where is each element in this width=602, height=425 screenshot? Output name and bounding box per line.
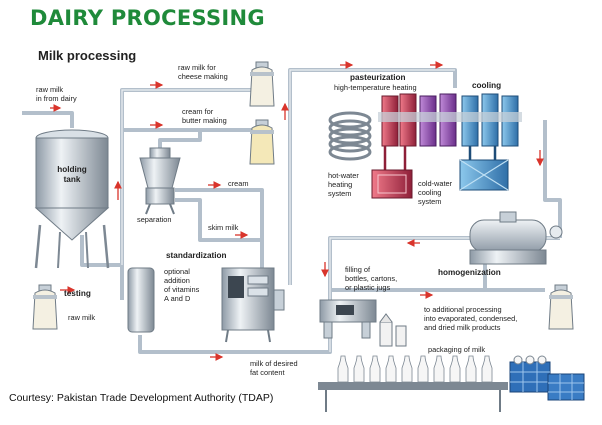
label-raw-milk-cheese-1: raw milk for	[178, 63, 216, 72]
label-cream-butter-2: butter making	[182, 116, 227, 125]
label-separation: separation	[137, 215, 172, 224]
label-standardization: standardization	[166, 251, 227, 260]
label-further-processing-1: to additional processing	[424, 305, 502, 314]
packaging-crates	[509, 355, 585, 401]
hot-water-heating-system	[371, 146, 413, 199]
standardization-unit	[221, 267, 285, 343]
separator	[139, 147, 181, 215]
label-milk-desired-fat-2: fat content	[250, 368, 285, 377]
label-vitamins-2: addition	[164, 276, 190, 285]
label-vitamins-1: optional	[164, 267, 190, 276]
label-cold-water-2: cooling	[418, 188, 441, 197]
flow-arrows	[50, 61, 544, 361]
cold-water-cooling-system	[459, 146, 509, 191]
heating-coil	[328, 111, 372, 161]
label-homogenization: homogenization	[438, 268, 501, 277]
label-further-processing-2: into evaporated, condensed,	[424, 314, 517, 323]
label-hot-water-3: system	[328, 189, 351, 198]
label-testing: testing	[64, 289, 91, 298]
label-raw-milk-in-1: raw milk	[36, 85, 63, 94]
label-hot-water-1: hot-water	[328, 171, 359, 180]
label-cream: cream	[228, 179, 249, 188]
label-vitamins-4: A and D	[164, 294, 190, 303]
milk-can-testing	[32, 284, 58, 330]
label-filling-3: or plastic jugs	[345, 283, 390, 292]
label-further-processing-3: and dried milk products	[424, 323, 501, 332]
label-hot-water-2: heating	[328, 180, 352, 189]
milk-can-further	[548, 284, 574, 330]
holding-tank-label-2: tank	[64, 175, 81, 184]
label-raw-milk-in-2: in from dairy	[36, 94, 77, 103]
label-raw-milk-cheese-2: cheese making	[178, 72, 228, 81]
label-cold-water-1: cold-water	[418, 179, 453, 188]
label-filling-1: filling of	[345, 265, 371, 274]
courtesy-caption: Courtesy: Pakistan Trade Development Aut…	[7, 391, 276, 405]
label-cooling: cooling	[472, 81, 501, 90]
page-title: DAIRY PROCESSING	[30, 6, 265, 30]
label-milk-desired-fat-1: milk of desired	[250, 359, 298, 368]
label-packaging: packaging of milk	[428, 345, 485, 354]
label-cold-water-3: system	[418, 197, 441, 206]
label-vitamins-3: of vitamins	[164, 285, 200, 294]
heat-exchanger-plates	[378, 93, 522, 147]
label-filling-2: bottles, cartons,	[345, 274, 397, 283]
homogenizer	[469, 211, 563, 265]
milk-can-butter	[249, 119, 275, 165]
holding-tank: holding tank	[34, 129, 110, 269]
packaging-conveyor	[318, 355, 508, 412]
labels-group: raw milk in from dairy raw milk for chee…	[36, 63, 517, 377]
label-high-temp-heating: high-temperature heating	[334, 83, 417, 92]
filling-machine	[319, 299, 377, 339]
label-skim-milk: skim milk	[208, 223, 239, 232]
diagram-subtitle: Milk processing	[38, 48, 137, 63]
holding-tank-label-1: holding	[57, 165, 87, 174]
milk-cartons	[379, 313, 407, 347]
label-cream-butter-1: cream for	[182, 107, 214, 116]
vitamin-vessel	[127, 267, 155, 333]
label-raw-milk: raw milk	[68, 313, 95, 322]
label-pasteurization: pasteurization	[350, 73, 406, 82]
milk-can-cheese	[249, 61, 275, 107]
